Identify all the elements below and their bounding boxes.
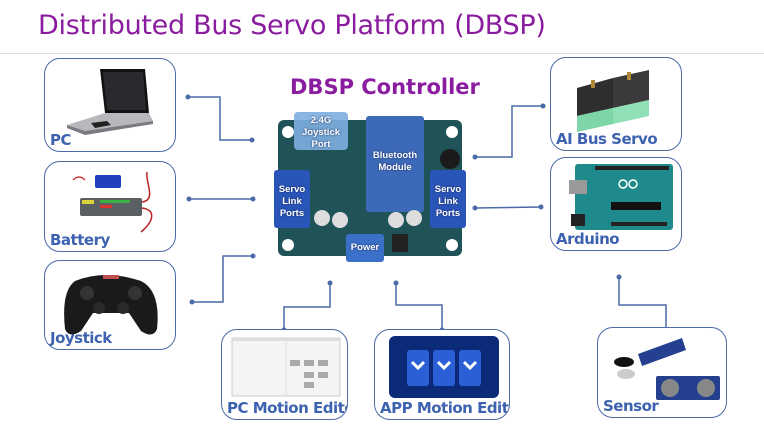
node-label-pc: PC	[50, 131, 72, 149]
battery-icon	[72, 171, 153, 233]
title-divider	[0, 53, 764, 54]
node-label-arduino: Arduino	[556, 230, 620, 248]
connector-arduino-sensor	[618, 277, 667, 334]
connector-app-editor	[395, 283, 443, 330]
node-label-sensor: Sensor	[603, 397, 659, 415]
connector-pc	[188, 96, 252, 141]
node-label-pc-motion-editor: PC Motion Editor	[227, 399, 348, 417]
node-pc-motion-editor: PC Motion Editor	[221, 329, 348, 420]
label-bluetooth-module: Bluetooth Module	[372, 150, 418, 173]
app-editor-screenshot	[389, 336, 499, 398]
connector-pc-editor	[283, 283, 331, 330]
controller-title: DBSP Controller	[290, 75, 480, 99]
connector-ai-bus-servo	[475, 105, 543, 158]
diagram-title: Distributed Bus Servo Platform (DBSP)	[38, 10, 546, 41]
node-arduino: Arduino	[550, 157, 682, 251]
node-label-app-motion-editor: APP Motion Editor	[380, 399, 509, 417]
node-battery: Battery	[44, 161, 176, 252]
node-label-battery: Battery	[50, 231, 110, 249]
dbsp-controller-board: 2.4G Joystick Port Bluetooth Module Serv…	[274, 112, 466, 262]
node-sensor: Sensor	[597, 327, 727, 418]
pc-editor-screenshot	[231, 337, 341, 397]
gamepad-icon	[64, 275, 158, 335]
servo-icon	[577, 70, 649, 132]
label-servo-link-ports-left: Servo Link Ports	[278, 184, 306, 219]
laptop-icon	[67, 69, 153, 135]
node-ai-bus-servo: AI Bus Servo	[550, 57, 682, 151]
node-pc: PC	[44, 58, 176, 152]
node-joystick: Joystick	[44, 260, 176, 350]
label-servo-link-ports-right: Servo Link Ports	[434, 184, 462, 219]
connector-arduino	[474, 206, 542, 209]
label-power: Power	[350, 242, 380, 253]
node-label-ai-bus-servo: AI Bus Servo	[556, 130, 658, 148]
label-joystick-port: 2.4G Joystick Port	[301, 115, 341, 150]
sensor-icon	[614, 338, 720, 400]
node-app-motion-editor: APP Motion Editor	[374, 329, 510, 420]
pcb-board-image	[274, 112, 466, 262]
node-label-joystick: Joystick	[50, 329, 112, 347]
arduino-board-icon	[569, 164, 673, 230]
connector-joystick	[192, 255, 253, 303]
